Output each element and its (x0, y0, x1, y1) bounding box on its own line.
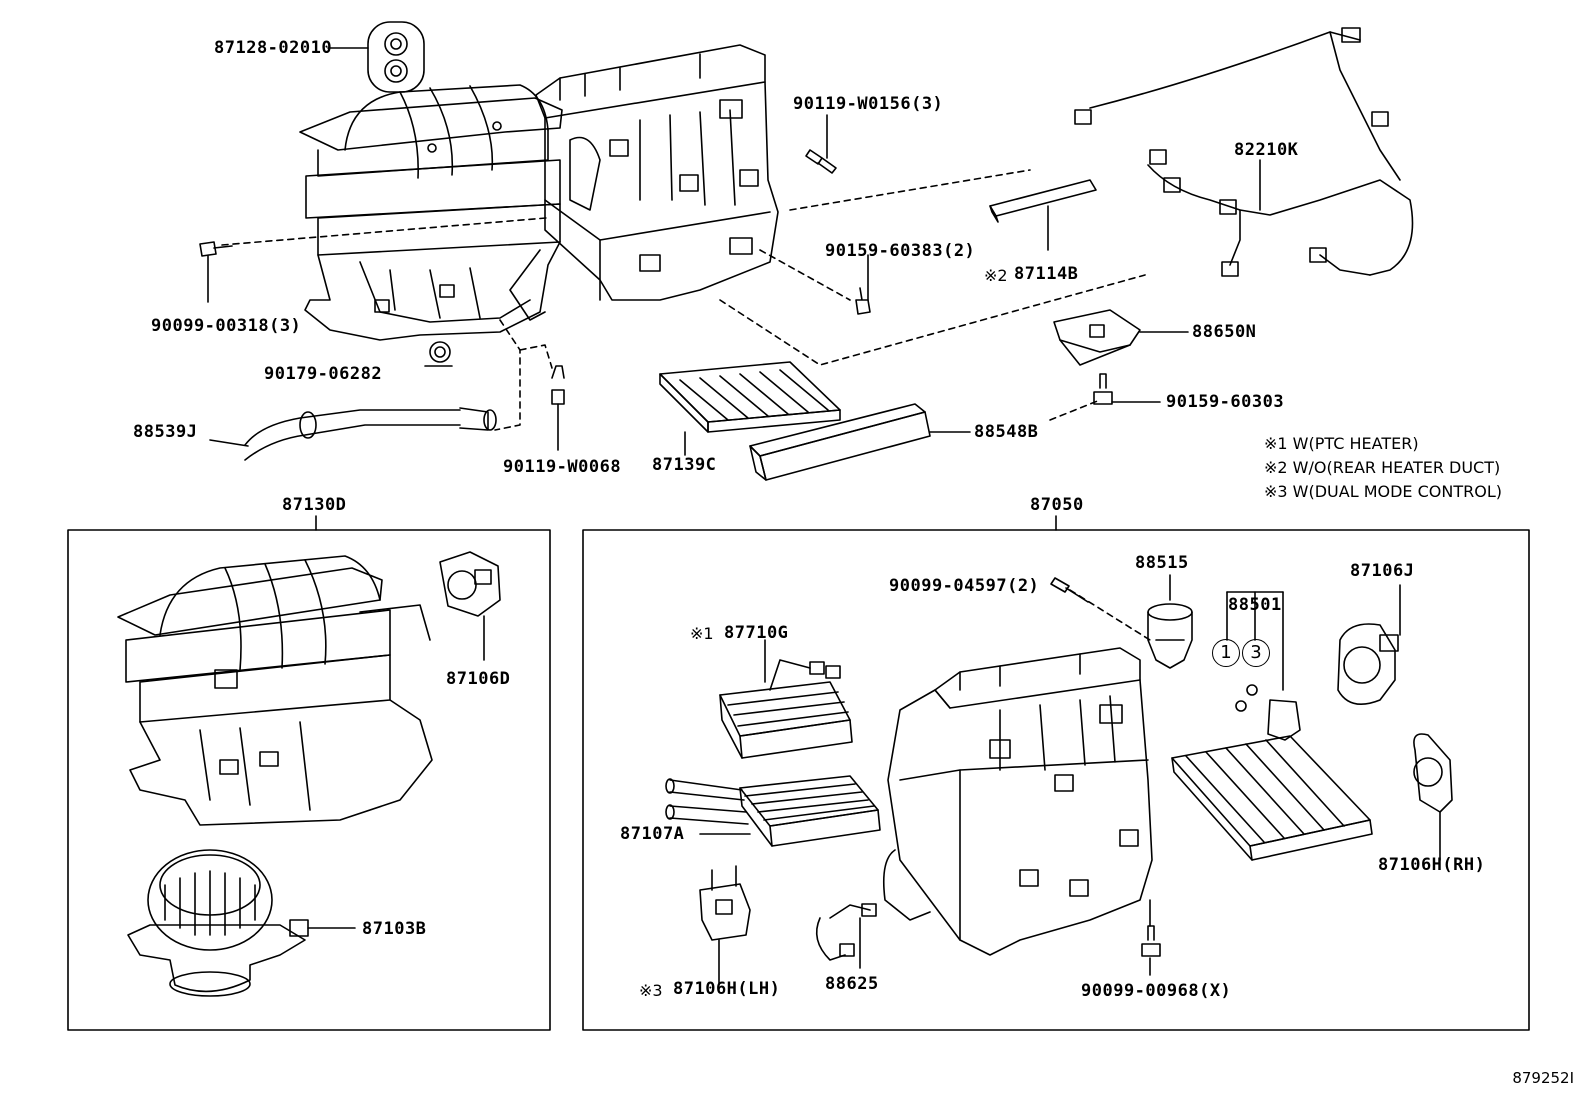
note-1: ※1 W(PTC HEATER) (1264, 434, 1419, 453)
servo-rh-drawing (1413, 733, 1453, 813)
note-2: ※2 W/O(REAR HEATER DUCT) (1264, 458, 1501, 477)
servo-lh-drawing (699, 865, 751, 941)
blower-motor-drawing (127, 849, 309, 997)
drain-hose-drawing (244, 407, 497, 461)
screw-drawings (199, 149, 1113, 405)
label-90099-04597: 90099-04597(2) (889, 576, 1040, 596)
ptc-heater-drawing (719, 659, 853, 759)
blower-unit-assembly-drawing (117, 555, 433, 826)
group-box-87130d (67, 529, 551, 1031)
label-88650n: 88650N (1192, 322, 1257, 342)
label-87106j: 87106J (1350, 561, 1415, 581)
label-90119-w0156: 90119-W0156(3) (793, 94, 944, 114)
label-90099-00968: 90099-00968(X) (1081, 981, 1232, 1001)
label-88515: 88515 (1135, 553, 1189, 573)
label-87106d: 87106D (446, 669, 511, 689)
label-82210k: 82210K (1234, 140, 1299, 160)
damper-servo-87106d-drawing (439, 551, 501, 617)
label-87050: 87050 (1030, 495, 1084, 515)
label-87710g: 87710G (724, 623, 789, 643)
callout-1: 1 (1212, 639, 1240, 667)
marker-87106h-lh: ※3 (639, 981, 663, 1000)
foam-strip-drawing (989, 179, 1097, 223)
air-filter-drawing (659, 361, 841, 433)
bolt-90099-04597-drawing (1050, 577, 1089, 603)
grommet-drawing (367, 21, 425, 93)
group-box-87050 (582, 529, 1530, 1031)
o-rings-drawing (1226, 591, 1284, 712)
label-90179-06282: 90179-06282 (264, 364, 383, 384)
wire-harness-drawing (1074, 27, 1414, 277)
label-87106h-rh: 87106H(RH) (1378, 855, 1486, 875)
label-88539j: 88539J (133, 422, 198, 442)
label-87128-02010: 87128-02010 (214, 38, 333, 58)
marker-87710g: ※1 (690, 624, 714, 643)
heater-core-drawing (665, 775, 881, 847)
wire-88625-drawing (815, 903, 877, 961)
servo-87106j-drawing (1337, 623, 1399, 706)
heater-unit-case-drawing (882, 647, 1153, 956)
label-90159-60383: 90159-60383(2) (825, 241, 976, 261)
marker-87114b: ※2 (984, 266, 1008, 285)
label-87130d: 87130D (282, 495, 347, 515)
sensor-bracket-drawing (1053, 309, 1141, 366)
figure-code: 879252I (1512, 1069, 1574, 1087)
label-88501: 88501 (1228, 595, 1282, 615)
label-87139c: 87139C (652, 455, 717, 475)
note-3: ※3 W(DUAL MODE CONTROL) (1264, 482, 1502, 501)
label-90099-00318: 90099-00318(3) (151, 316, 302, 336)
dashed-leaders (221, 169, 1151, 641)
label-88625: 88625 (825, 974, 879, 994)
label-87114b: 87114B (1014, 264, 1079, 284)
evaporator-drawing (1171, 699, 1373, 861)
blower-unit-drawing (299, 84, 563, 341)
label-87107a: 87107A (620, 824, 685, 844)
screw-90099-00968-drawing (1141, 925, 1161, 957)
label-87106h-lh: 87106H(LH) (673, 979, 781, 999)
label-88548b: 88548B (974, 422, 1039, 442)
label-90119-w0068: 90119-W0068 (503, 457, 622, 477)
callout-3: 3 (1242, 639, 1270, 667)
label-87103b: 87103B (362, 919, 427, 939)
duct-piece-drawing (749, 403, 931, 481)
label-90159-60303: 90159-60303 (1166, 392, 1285, 412)
expansion-valve-drawing (1147, 603, 1193, 669)
heater-case-drawing (509, 44, 779, 321)
